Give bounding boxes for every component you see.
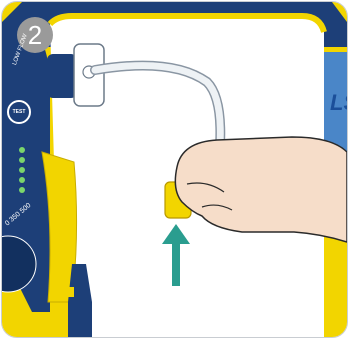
device-artwork [2, 2, 347, 337]
brand-logo: LS [330, 90, 348, 116]
test-button: TEST [7, 100, 31, 124]
clamp-bracket [62, 287, 74, 297]
mask-connector-base [47, 54, 77, 98]
